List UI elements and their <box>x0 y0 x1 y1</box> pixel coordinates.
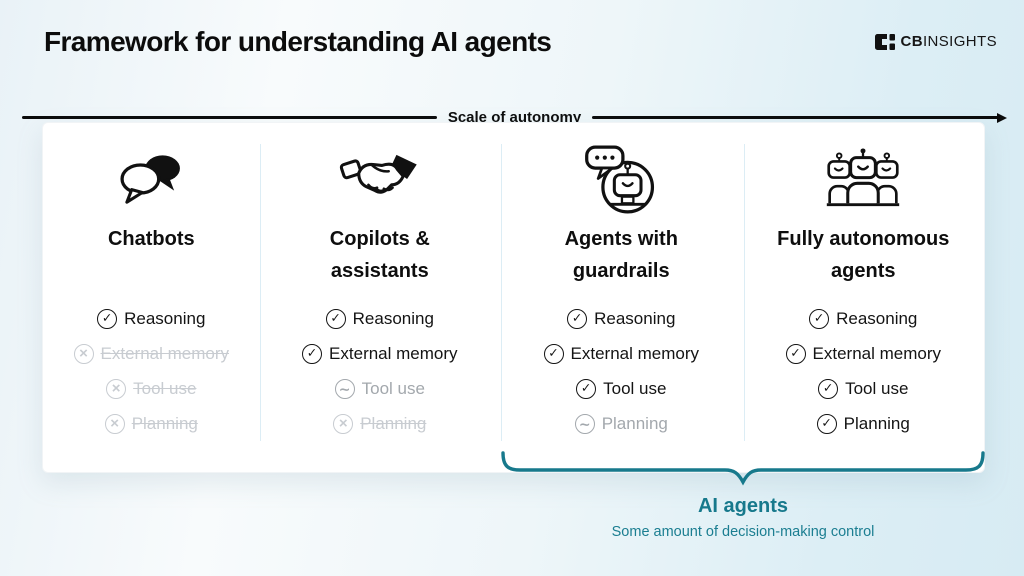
status-x-icon <box>333 413 354 434</box>
status-x-icon <box>106 378 127 399</box>
axis-label: Scale of autonomy <box>447 109 582 126</box>
capability-label: Tool use <box>133 378 197 398</box>
column-divider <box>744 144 745 441</box>
column-divider <box>501 144 502 441</box>
capability-label: External memory <box>100 343 230 363</box>
capability-list: Reasoning External memory Tool use Plann… <box>743 301 984 441</box>
capability-list: Reasoning External memory Tool use Plann… <box>500 301 742 441</box>
status-x-icon <box>104 413 125 434</box>
capability-label: External memory <box>570 343 700 363</box>
capability-label: External memory <box>329 343 458 363</box>
cbinsights-logo-text: CBINSIGHTS <box>900 33 997 50</box>
status-check-icon <box>816 413 837 434</box>
logo-insights: INSIGHTS <box>922 33 997 50</box>
capability-list: Reasoning External memory Tool use Plann… <box>260 301 500 441</box>
status-check-icon <box>325 308 346 329</box>
capability-label: Reasoning <box>836 308 918 328</box>
status-check-icon <box>567 308 588 329</box>
handshake-icon <box>339 143 421 215</box>
status-check-icon <box>809 308 830 329</box>
capability-row: Planning <box>500 406 742 441</box>
status-check-icon <box>576 378 597 399</box>
status-tilde-icon <box>334 378 355 399</box>
chat-bubbles-icon <box>116 143 186 215</box>
capability-label: Planning <box>360 413 427 433</box>
capability-label: Reasoning <box>124 308 206 328</box>
status-check-icon <box>97 308 118 329</box>
capability-row: External memory <box>43 336 260 371</box>
capability-row: Reasoning <box>743 301 984 336</box>
capability-row: Tool use <box>43 371 260 406</box>
framework-card: Chatbots Reasoning External memory Tool … <box>42 122 985 473</box>
column-title: Fully autonomous agents <box>777 228 950 282</box>
capability-row: Tool use <box>500 371 742 406</box>
capability-label: Tool use <box>361 378 425 398</box>
ai-agents-bracket <box>501 451 985 486</box>
status-check-icon <box>785 343 806 364</box>
column-chatbots: Chatbots Reasoning External memory Tool … <box>43 123 260 472</box>
robot-chat-icon <box>581 143 661 215</box>
status-check-icon <box>818 378 839 399</box>
capability-label: Reasoning <box>352 308 434 328</box>
ai-agents-title: AI agents <box>697 495 789 517</box>
page-title: Framework for understanding AI agents <box>44 26 552 57</box>
logo-cb: CB <box>900 33 923 50</box>
capability-row: Reasoning <box>500 301 742 336</box>
capability-row: Planning <box>43 406 260 441</box>
ai-agents-annotation: AI agents Some amount of decision-making… <box>500 495 986 540</box>
status-tilde-icon <box>574 413 595 434</box>
column-title: Copilots & assistants <box>329 228 430 282</box>
capability-row: Planning <box>743 406 984 441</box>
robot-group-icon <box>823 143 903 215</box>
status-x-icon <box>73 343 94 364</box>
capability-row: Reasoning <box>260 301 500 336</box>
capability-row: External memory <box>260 336 500 371</box>
capability-label: Planning <box>131 413 198 433</box>
capability-label: Planning <box>843 413 910 433</box>
capability-row: Reasoning <box>43 301 260 336</box>
status-check-icon <box>543 343 564 364</box>
scale-of-autonomy-axis: Scale of autonomy <box>22 109 1008 126</box>
column-divider <box>260 144 261 441</box>
ai-agents-subtitle: Some amount of decision-making control <box>611 524 875 540</box>
arrow-right-icon <box>997 112 1008 123</box>
capability-row: Tool use <box>260 371 500 406</box>
capability-label: Planning <box>601 413 668 433</box>
column-title: Chatbots <box>107 228 195 250</box>
capability-label: Tool use <box>845 378 909 398</box>
axis-line-left <box>22 116 437 119</box>
cbinsights-logo: CBINSIGHTS <box>875 33 997 50</box>
column-fully-autonomous: Fully autonomous agents Reasoning Extern… <box>743 123 984 472</box>
capability-label: Reasoning <box>594 308 676 328</box>
capability-row: External memory <box>500 336 742 371</box>
capability-row: Tool use <box>743 371 984 406</box>
capability-row: External memory <box>743 336 984 371</box>
column-copilots: Copilots & assistants Reasoning External… <box>260 123 500 472</box>
column-title: Agents with guardrails <box>564 228 678 282</box>
status-check-icon <box>302 343 323 364</box>
capability-label: External memory <box>812 343 941 363</box>
axis-line-right <box>592 112 1008 123</box>
capability-list: Reasoning External memory Tool use Plann… <box>43 301 260 441</box>
capability-row: Planning <box>260 406 500 441</box>
capability-label: Tool use <box>603 378 667 398</box>
column-agents-guardrails: Agents with guardrails Reasoning Externa… <box>500 123 742 472</box>
cbinsights-logo-icon <box>875 33 896 50</box>
